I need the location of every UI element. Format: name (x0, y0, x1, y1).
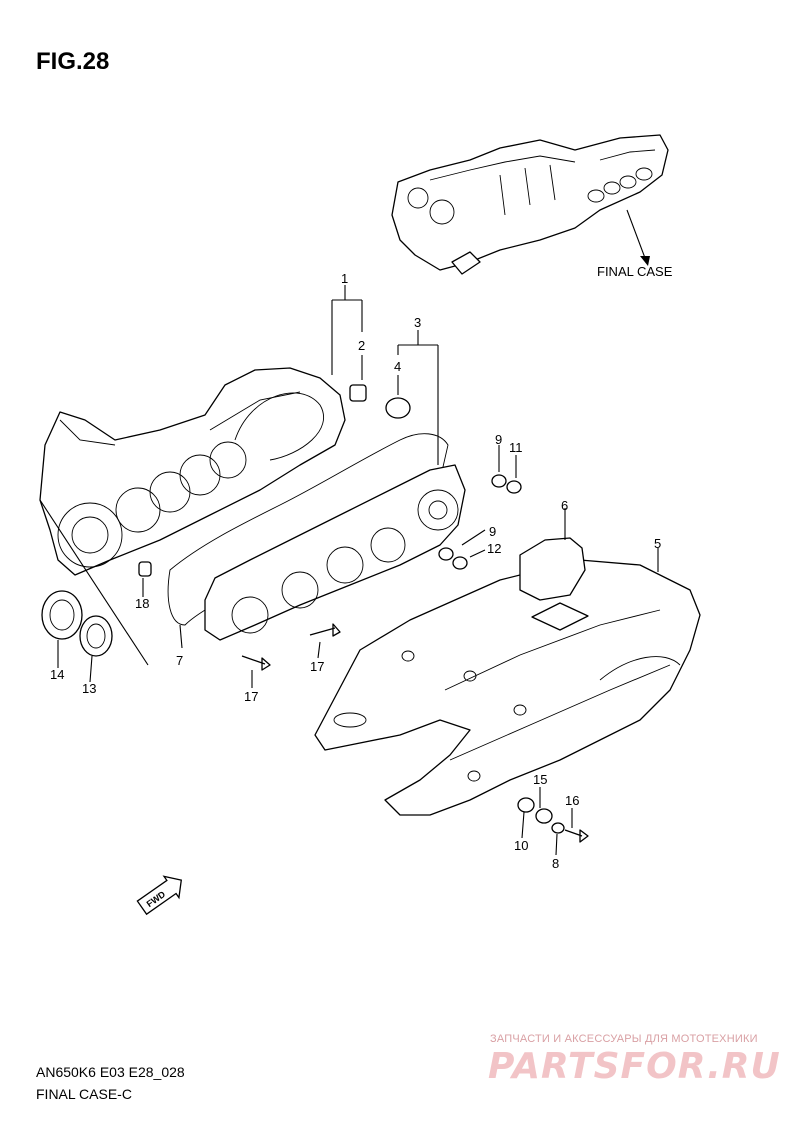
washer-8 (551, 822, 565, 834)
part-number-17-right: 17 (310, 659, 324, 674)
outer-cover (314, 559, 701, 816)
fwd-arrow: FWD (136, 875, 183, 916)
plate (519, 537, 586, 601)
small-parts (41, 384, 589, 843)
grommet-15 (535, 808, 553, 824)
part-number-15: 15 (533, 772, 547, 787)
part-number-18: 18 (135, 596, 149, 611)
final-case-assembly (391, 134, 669, 275)
part-number-7: 7 (176, 653, 183, 668)
crankcase-left (39, 367, 346, 576)
plug-upper (506, 480, 522, 494)
part-number-16: 16 (565, 793, 579, 808)
part-number-17-left: 17 (244, 689, 258, 704)
final-case-arrowhead (640, 256, 650, 266)
part-number-8: 8 (552, 856, 559, 871)
bushing (385, 397, 411, 419)
bolt-17b (241, 655, 271, 671)
model-code: AN650K6 E03 E28_028 (36, 1064, 185, 1080)
part-number-11: 11 (509, 440, 523, 455)
part-number-6: 6 (561, 498, 568, 513)
o-ring-lower (438, 547, 454, 561)
part-number-2: 2 (358, 338, 365, 353)
o-ring-upper (491, 474, 507, 488)
figure-name: FINAL CASE-C (36, 1086, 132, 1102)
part-number-1: 1 (341, 271, 348, 286)
part-number-13: 13 (82, 681, 96, 696)
watermark-tagline: ЗАПЧАСТИ И АКСЕССУАРЫ ДЛЯ МОТОТЕХНИКИ (490, 1033, 758, 1045)
nut-10 (517, 797, 535, 813)
bolt-16 (564, 829, 589, 843)
part-number-10: 10 (514, 838, 528, 853)
final-case-cover (204, 464, 466, 641)
bearing (79, 615, 113, 657)
part-number-3: 3 (414, 315, 421, 330)
part-number-4: 4 (394, 359, 401, 374)
part-number-labels: 1 2 3 4 5 6 7 8 9 9 10 11 12 13 14 15 16… (50, 271, 661, 871)
final-case-label: FINAL CASE (597, 264, 673, 279)
part-number-9-lower: 9 (489, 524, 496, 539)
final-case-leader (626, 209, 646, 259)
leader-lines (39, 285, 659, 856)
oil-seal-left (41, 590, 83, 640)
plug-lower (452, 556, 468, 570)
part-number-5: 5 (654, 536, 661, 551)
part-number-9-upper: 9 (495, 432, 502, 447)
watermark-logo: PARTSFOR.RU (488, 1046, 781, 1087)
part-number-14: 14 (50, 667, 64, 682)
dowel-pin-lower (138, 561, 152, 577)
bolt-17a (309, 623, 341, 637)
part-number-12: 12 (487, 541, 501, 556)
dowel-pin (349, 384, 367, 402)
figure-title: FIG.28 (36, 48, 110, 75)
